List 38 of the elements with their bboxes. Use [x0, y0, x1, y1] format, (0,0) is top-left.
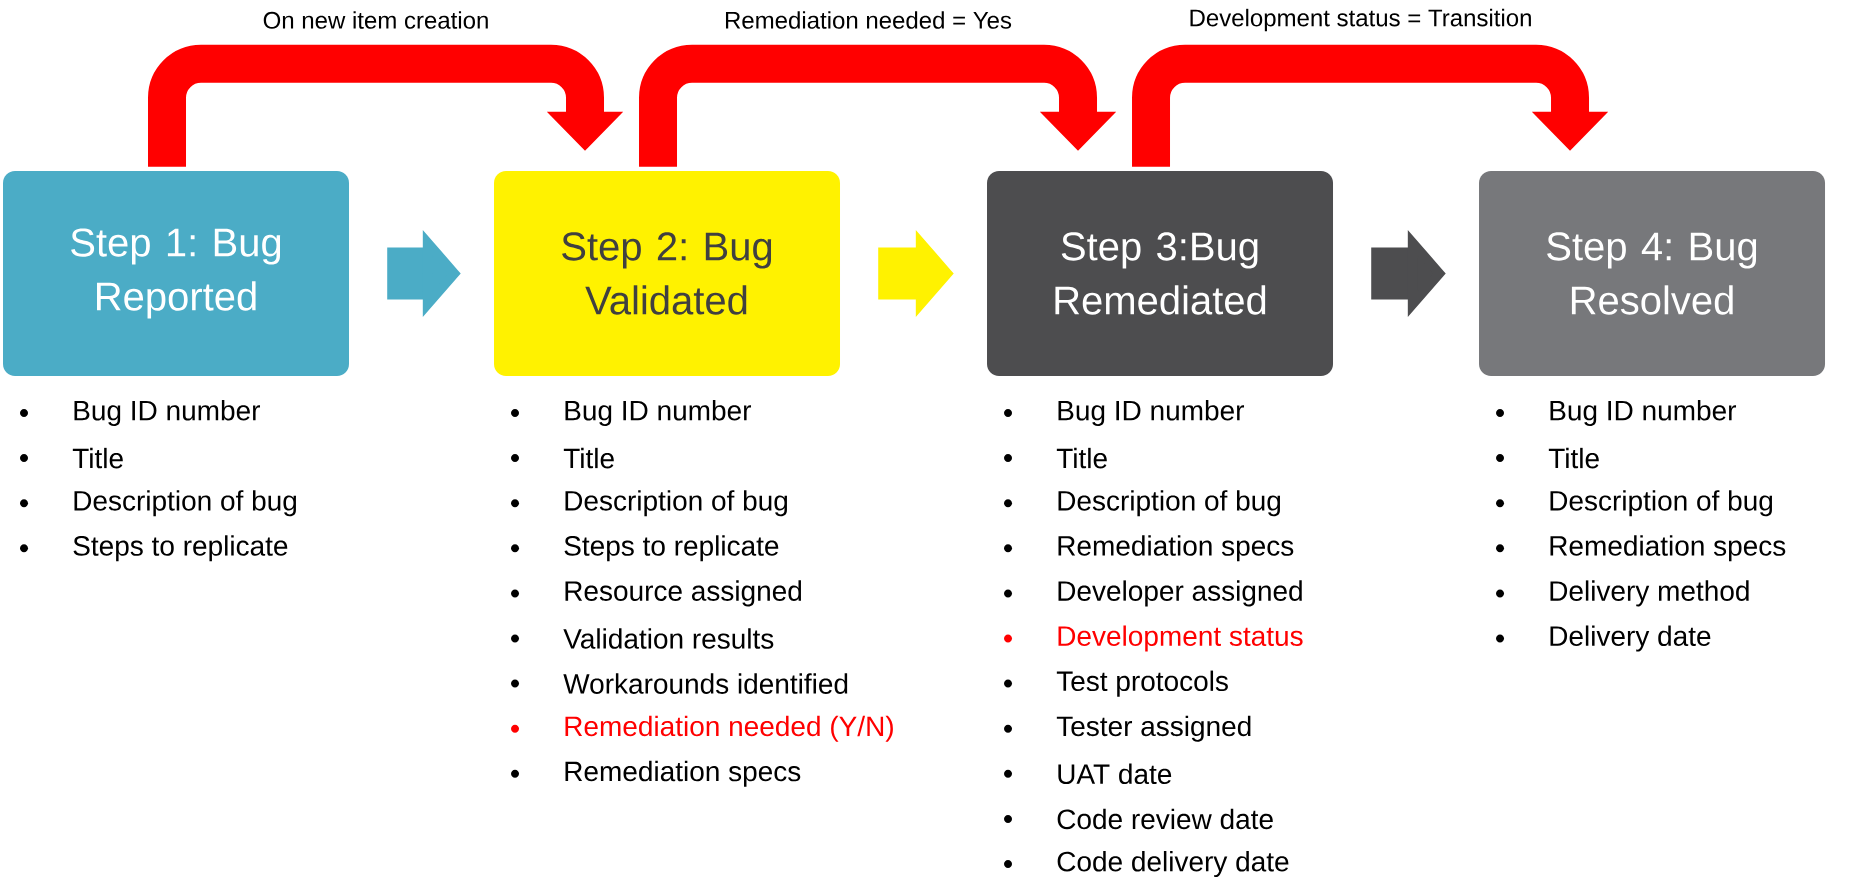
step-box: Step 3:Bug Remediated: [987, 171, 1333, 376]
bullet-item: UAT date: [1004, 763, 1172, 785]
bullet-item: Title: [511, 447, 614, 469]
edge-label: Remediation needed = Yes: [726, 11, 1012, 29]
bullet-item: Description of bug: [511, 490, 788, 517]
bullet-item: Title: [1004, 447, 1107, 469]
edge-label: On new item creation: [263, 11, 488, 29]
bullet-item: Description of bug: [1496, 490, 1773, 517]
bullet-item: Validation results: [511, 628, 774, 649]
bullet-item: Remediation specs: [511, 760, 801, 787]
bullet-item: Bug ID number: [1496, 399, 1737, 427]
step-box: Step 4: Bug Resolved: [1479, 171, 1825, 376]
bullet-item: Test protocols: [1004, 670, 1228, 697]
bullet-item: Steps to replicate: [20, 535, 288, 562]
bullet-item: Steps to replicate: [511, 535, 779, 562]
bullet-item: Delivery method: [1496, 580, 1749, 607]
bullet-item: Title: [1496, 447, 1599, 469]
bullet-item: Resource assigned: [511, 580, 802, 607]
bullet-item: Workarounds identified: [511, 673, 848, 694]
bullet-item: Remediation specs: [1004, 535, 1294, 562]
bullet-item: Description of bug: [20, 490, 297, 517]
bullet-item: Developer assigned: [1004, 580, 1302, 607]
bullet-item: Description of bug: [1004, 490, 1281, 517]
edge-label: Development status = Transition: [1190, 8, 1531, 32]
step-box: Step 1: Bug Reported: [3, 171, 349, 376]
bullet-item: Code review date: [1004, 808, 1273, 830]
bullet-item: Remediation needed (Y/N): [511, 715, 893, 742]
bullet-item: Bug ID number: [1004, 399, 1244, 427]
bullet-item: Remediation specs: [1496, 535, 1786, 562]
bullet-item: Bug ID number: [511, 399, 751, 427]
bullet-item: Tester assigned: [1004, 715, 1251, 742]
bullet-item: Bug ID number: [20, 399, 260, 427]
curved-arrow: [148, 44, 624, 167]
step-box: Step 2: Bug Validated: [494, 171, 840, 376]
bullet-item: Title: [20, 447, 123, 469]
bullet-item: Delivery date: [1496, 625, 1711, 652]
bullet-item: Code delivery date: [1004, 850, 1289, 878]
bullet-item: Development status: [1004, 625, 1303, 652]
